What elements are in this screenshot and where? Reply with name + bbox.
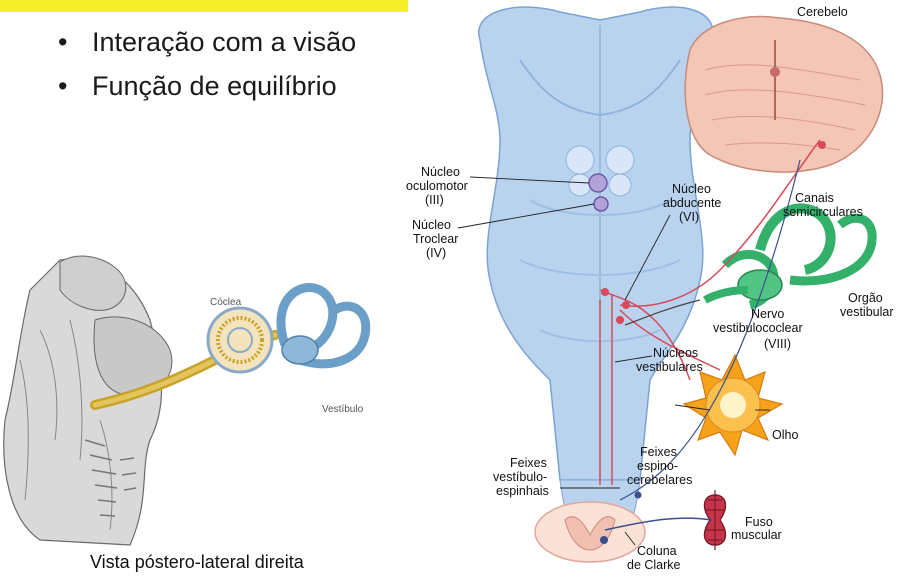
label-trochlear-line1: Núcleo	[412, 218, 451, 232]
label-oculomotor-line1: Núcleo	[421, 165, 460, 179]
cranial-nuclei	[588, 173, 609, 212]
bullet-item: • Interação com a visão	[58, 20, 357, 64]
left-brainstem-illustration	[3, 255, 173, 546]
label-vestibulospinal-line1: Feixes	[510, 456, 547, 470]
label-cochlea: Cóclea	[210, 297, 242, 308]
label-eye: Olho	[772, 428, 798, 442]
label-vestibule: Vestíbulo	[322, 404, 364, 415]
label-spinocerebellar-line2: espino-	[637, 459, 678, 473]
label-nerve-line3: (VIII)	[764, 337, 791, 351]
label-abducens-line3: (VI)	[679, 210, 699, 224]
label-vestibular-organ-line2: vestibular	[840, 305, 894, 319]
pathway-lines	[599, 139, 826, 544]
label-clarke-line1: Coluna	[637, 544, 677, 558]
bullet-dot: •	[58, 71, 68, 101]
label-spinocerebellar-line3: cerebelares	[627, 473, 692, 487]
label-abducens-line2: abducente	[663, 196, 721, 210]
cochlea-illustration	[206, 306, 274, 374]
label-spindle-line1: Fuso	[745, 515, 773, 529]
label-oculomotor-line2: oculomotor	[406, 179, 468, 193]
title-highlight-bar	[0, 0, 408, 12]
label-spindle-line2: muscular	[731, 528, 782, 542]
label-nerve-line2: vestibulococlear	[713, 321, 803, 335]
label-vestibular-organ-line1: Orgão	[848, 291, 883, 305]
label-canals-line2: semicirculares	[783, 205, 863, 219]
leader-lines	[457, 176, 770, 546]
bullet-item: • Função de equilíbrio	[58, 64, 356, 108]
label-spinocerebellar-line1: Feixes	[640, 445, 677, 459]
label-trochlear-line2: Troclear	[413, 232, 458, 246]
semicircular-canals-right	[703, 203, 877, 310]
bullet-text: Interação com a visão	[92, 27, 357, 57]
label-cerebellum: Cerebelo	[797, 5, 848, 19]
cerebellum-illustration	[684, 15, 884, 173]
label-nerve-line1: Nervo	[751, 307, 784, 321]
label-clarke-line2: de Clarke	[627, 558, 681, 572]
label-vestibulospinal-line2: vestíbulo-	[493, 470, 547, 484]
label-vestibulospinal-line3: espinhais	[496, 484, 549, 498]
label-trochlear-line3: (IV)	[426, 246, 446, 260]
label-nuclei-line1: Núcleos	[653, 346, 698, 360]
label-oculomotor-line3: (III)	[425, 193, 444, 207]
label-nuclei-line2: vestibulares	[636, 360, 703, 374]
bullet-text: Função de equilíbrio	[92, 71, 337, 101]
semicircular-canals-left	[276, 283, 371, 369]
muscle-spindle-illustration	[703, 490, 727, 550]
bullet-list: • Interação com a visão • Função de equilí…	[58, 20, 357, 108]
figure-caption: Vista póstero-lateral direita	[90, 552, 304, 572]
label-abducens-line1: Núcleo	[672, 182, 711, 196]
bullet-dot: •	[58, 27, 68, 57]
label-canals-line1: Canais	[795, 191, 834, 205]
spinal-cord-section	[534, 501, 646, 563]
